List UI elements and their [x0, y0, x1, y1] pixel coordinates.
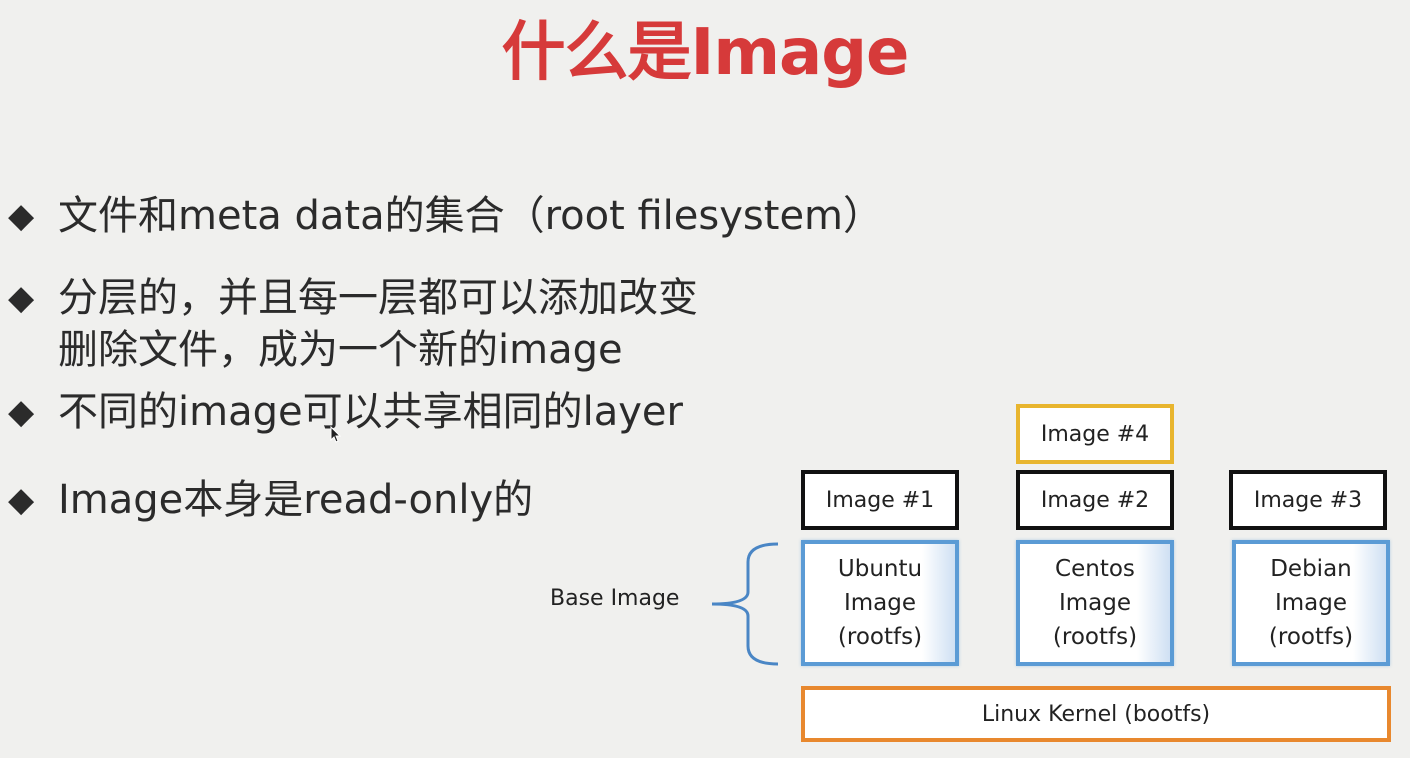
centos-base-image-box: Centos Image (rootfs): [1016, 540, 1174, 666]
image-2-box: Image #2: [1016, 470, 1174, 530]
bullet-3-text: 不同的image可以共享相同的layer: [58, 389, 683, 435]
image-4-box: Image #4: [1016, 404, 1174, 464]
mouse-cursor-icon: [330, 426, 342, 443]
image-1-box: Image #1: [801, 470, 959, 530]
diamond-bullet-icon: ◆: [8, 392, 35, 432]
base-image-label: Base Image: [550, 586, 680, 611]
diamond-bullet-icon: ◆: [8, 196, 35, 236]
bullet-1: ◆ 文件和meta data的集合（root filesystem）: [8, 190, 883, 242]
slide-title: 什么是Image: [501, 16, 910, 90]
bullet-2-line-2: 删除文件，成为一个新的image: [58, 327, 623, 373]
linux-kernel-box: Linux Kernel (bootfs): [801, 686, 1391, 742]
bullet-2: ◆ 分层的，并且每一层都可以添加改变删除文件，成为一个新的image: [8, 272, 698, 376]
curly-brace-icon: [711, 542, 779, 666]
bullet-4: ◆ Image本身是read-only的: [8, 474, 533, 526]
bullet-3: ◆ 不同的image可以共享相同的layer: [8, 386, 683, 438]
diamond-bullet-icon: ◆: [8, 278, 35, 318]
bullet-1-text: 文件和meta data的集合（root filesystem）: [58, 193, 884, 239]
debian-base-image-box: Debian Image (rootfs): [1232, 540, 1390, 666]
diamond-bullet-icon: ◆: [8, 480, 35, 520]
image-3-box: Image #3: [1229, 470, 1387, 530]
bullet-4-text: Image本身是read-only的: [58, 477, 534, 523]
bullet-2-line-1: 分层的，并且每一层都可以添加改变: [58, 275, 698, 321]
ubuntu-base-image-box: Ubuntu Image (rootfs): [801, 540, 959, 666]
